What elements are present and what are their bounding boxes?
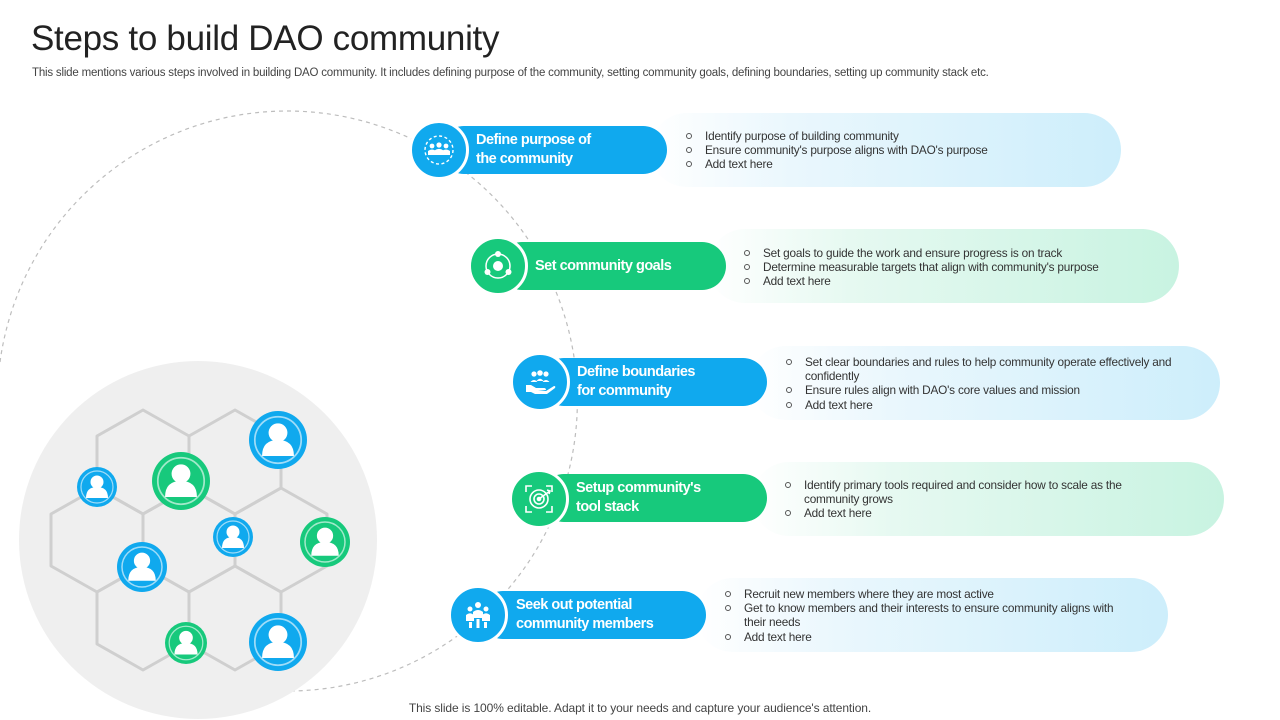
slide-footer-note: This slide is 100% editable. Adapt it to…: [408, 701, 872, 715]
step-bullets: Identify primary tools required and cons…: [785, 478, 1155, 521]
step-label-pill: Setup community's tool stack: [540, 474, 767, 522]
avatar-green: [152, 452, 210, 510]
avatar-blue: [213, 517, 253, 557]
bullet-item: Add text here: [786, 398, 1176, 412]
community-network-icon: [424, 135, 454, 165]
bullet-item: Identify primary tools required and cons…: [785, 478, 1155, 506]
bullet-item: Get to know members and their interests …: [725, 601, 1125, 629]
step-bullets: Set goals to guide the work and ensure p…: [744, 246, 1164, 289]
step-bullets: Identify purpose of building community E…: [686, 129, 1106, 172]
step-panel: [696, 578, 1168, 652]
avatar-blue: [249, 613, 307, 671]
step-panel: [752, 462, 1224, 536]
step-panel: [749, 346, 1220, 420]
step-icon-badge: [510, 352, 570, 412]
step-label-pill: Set community goals: [498, 242, 726, 290]
community-network-illustration: [0, 110, 578, 719]
bullet-item: Identify purpose of building community: [686, 129, 1106, 143]
bullet-item: Determine measurable targets that align …: [744, 260, 1164, 274]
step-icon-badge: [509, 469, 569, 529]
step-bullets: Recruit new members where they are most …: [725, 587, 1125, 644]
step-label-line: Seek out potential: [516, 597, 632, 613]
avatar-green: [165, 622, 207, 664]
step-label-line: community members: [516, 616, 654, 632]
bullet-item: Add text here: [744, 274, 1164, 288]
step-icon-badge: [468, 236, 528, 296]
step-label-pill: Seek out potential community members: [479, 591, 706, 639]
step-label-line: for community: [577, 383, 672, 399]
avatar-green: [300, 517, 350, 567]
bullet-item: Ensure rules align with DAO's core value…: [786, 383, 1176, 397]
step-label-line: the community: [476, 151, 573, 167]
step-label-line: Define boundaries: [577, 364, 696, 380]
bullet-item: Add text here: [686, 157, 1106, 171]
slide-subtitle: This slide mentions various steps involv…: [32, 67, 989, 79]
member-avatars: [77, 411, 350, 671]
target-icon: [525, 485, 553, 513]
bullet-item: Recruit new members where they are most …: [725, 587, 1125, 601]
bullet-item: Ensure community's purpose aligns with D…: [686, 143, 1106, 157]
avatar-blue: [77, 467, 117, 507]
step-panel: [708, 229, 1179, 303]
avatar-blue: [249, 411, 307, 469]
step-icon-badge: [448, 585, 508, 645]
step-label-line: Setup community's: [576, 480, 701, 496]
members-group-icon: [466, 602, 490, 628]
step-label-pill: Define boundaries for community: [540, 358, 767, 406]
bullet-item: Add text here: [725, 630, 1125, 644]
step-bullets: Set clear boundaries and rules to help c…: [786, 355, 1176, 412]
goals-cycle-icon: [484, 251, 512, 279]
step-label-line: Define purpose of: [476, 132, 591, 148]
hexagon-grid: [49, 408, 329, 672]
avatar-blue: [117, 542, 167, 592]
slide-title: Steps to build DAO community: [31, 19, 500, 58]
step-label-line: tool stack: [576, 499, 639, 515]
hand-people-icon: [526, 370, 556, 394]
bullet-item: Add text here: [785, 506, 1155, 520]
step-label-line: Set community goals: [535, 257, 672, 274]
step-icon-badge: [409, 120, 469, 180]
step-label-pill: Define purpose of the community: [440, 126, 667, 174]
bullet-item: Set goals to guide the work and ensure p…: [744, 246, 1164, 260]
step-panel: [650, 113, 1121, 187]
bullet-item: Set clear boundaries and rules to help c…: [786, 355, 1176, 383]
